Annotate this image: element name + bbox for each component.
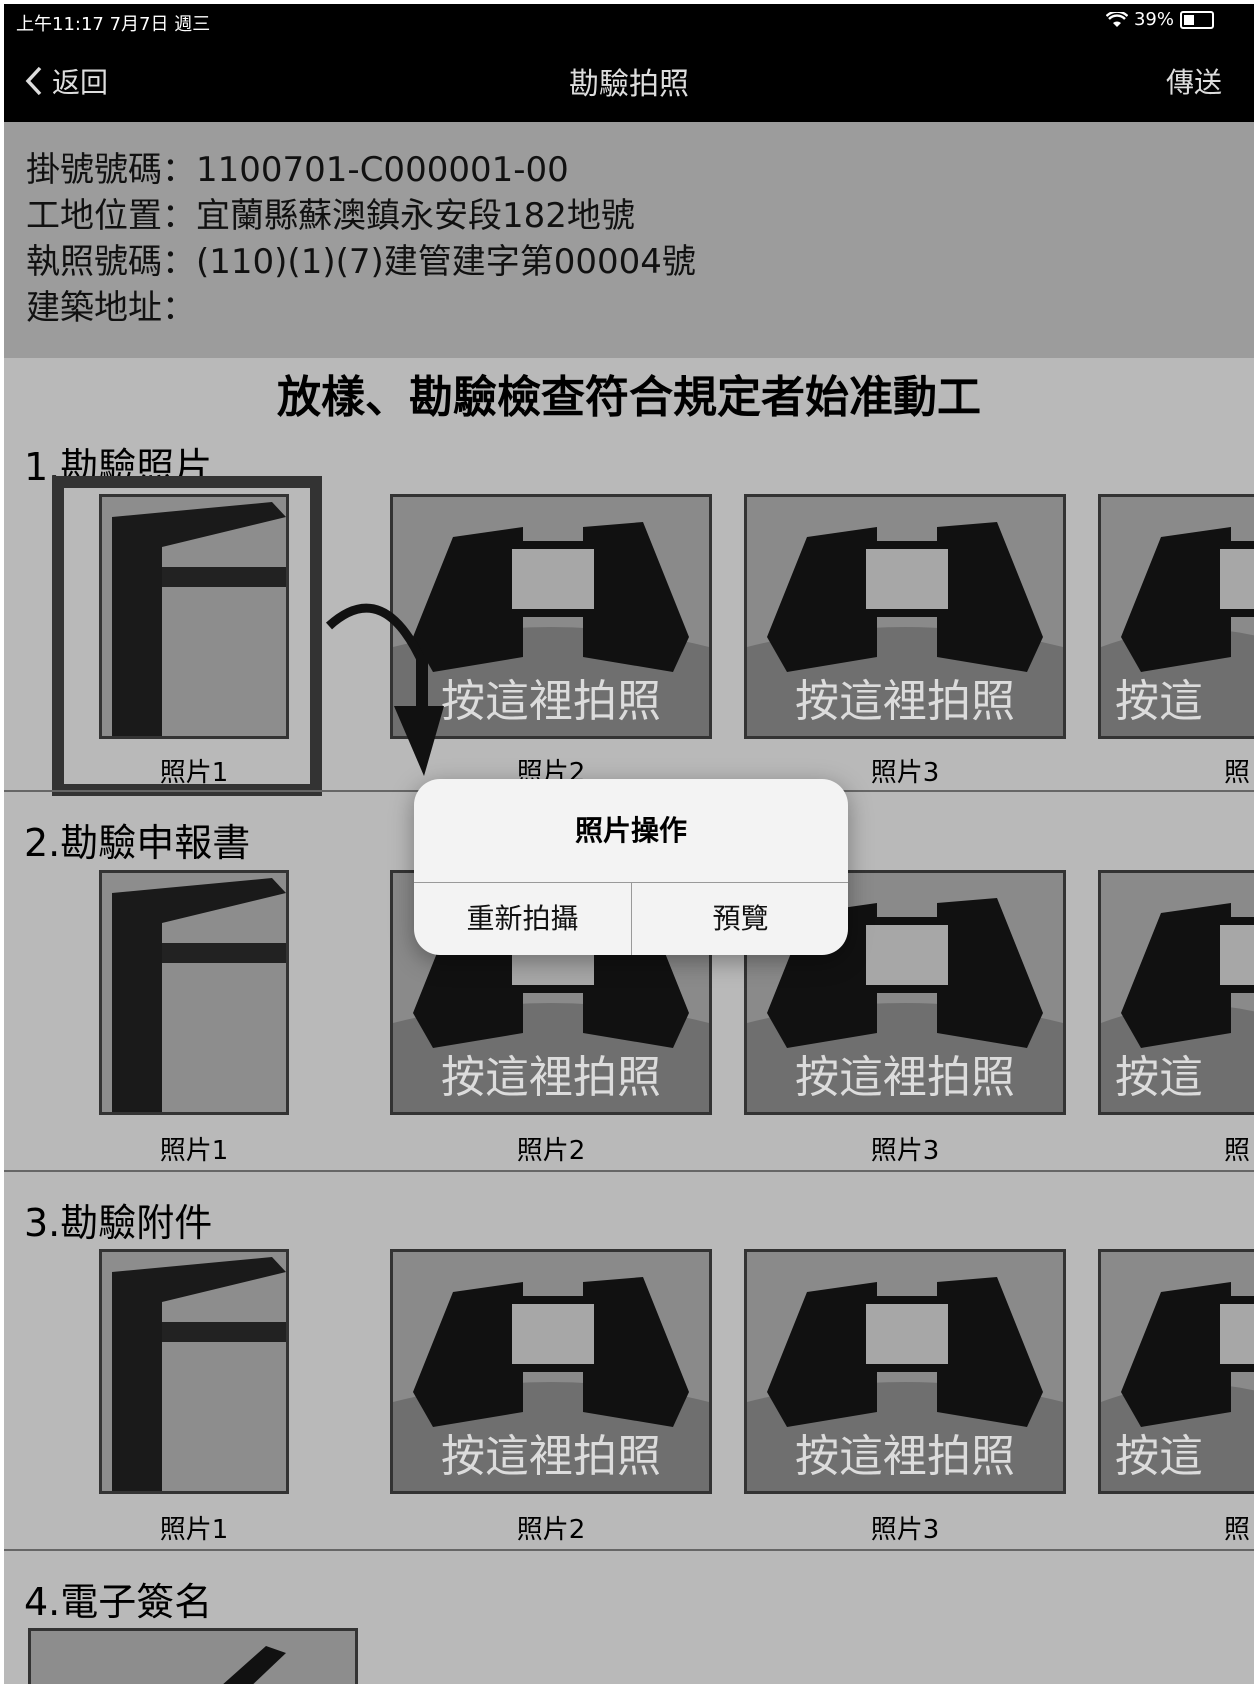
camera-hands-icon [1101, 497, 1254, 736]
chevron-left-icon [25, 66, 42, 96]
dialog-button-divider [631, 882, 632, 955]
section-title: 3.勘驗附件 [24, 1201, 213, 1245]
signature-pen-icon [31, 1631, 355, 1684]
photo-thumbnail[interactable] [99, 1249, 289, 1494]
camera-prompt-partial: 按這 [1115, 1052, 1203, 1103]
camera-prompt: 按這裡拍照 [795, 676, 1015, 727]
section-divider [4, 1549, 1254, 1551]
site-location: 工地位置：宜蘭縣蘇澳鎮永安段182地號 [26, 196, 635, 236]
camera-prompt-partial: 按這 [1115, 1431, 1203, 1482]
battery-icon [1180, 10, 1214, 29]
camera-hands-icon [747, 497, 1063, 736]
back-label: 返回 [52, 66, 109, 99]
camera-prompt: 按這裡拍照 [441, 676, 661, 727]
photo-caption: 照 [1224, 1515, 1251, 1545]
camera-prompt: 按這裡拍照 [441, 1431, 661, 1482]
camera-placeholder[interactable]: 按這裡拍照 [390, 1249, 712, 1494]
camera-placeholder[interactable]: 按這裡拍照 [744, 870, 1066, 1115]
photo-caption: 照 [1224, 758, 1251, 788]
photo-caption: 照片3 [870, 1136, 940, 1166]
photo-caption: 照片1 [159, 1515, 229, 1545]
retake-button[interactable]: 重新拍攝 [466, 902, 579, 935]
camera-prompt: 按這裡拍照 [795, 1052, 1015, 1103]
photo-image [102, 1252, 286, 1491]
registration-number: 掛號號碼：1100701-C000001-00 [26, 150, 569, 190]
camera-placeholder[interactable]: 按這裡拍照 [744, 1249, 1066, 1494]
photo-thumbnail[interactable] [99, 870, 289, 1115]
camera-placeholder[interactable]: 按這裡拍照 [390, 494, 712, 739]
status-time: 上午11:17 7月7日 週三 [16, 14, 211, 35]
camera-hands-icon [1101, 1252, 1254, 1491]
camera-placeholder[interactable]: 按這 [1098, 1249, 1254, 1494]
photo-caption: 照片2 [516, 1515, 586, 1545]
camera-prompt: 按這裡拍照 [795, 1431, 1015, 1482]
signature-pad[interactable] [28, 1628, 358, 1684]
selected-photo-frame [52, 476, 322, 796]
case-info: 掛號號碼：1100701-C000001-00 工地位置：宜蘭縣蘇澳鎮永安段18… [4, 122, 1254, 358]
photo-caption: 照片1 [159, 1136, 229, 1166]
photo-image [102, 497, 286, 736]
photo-image [102, 873, 286, 1112]
camera-hands-icon [393, 497, 709, 736]
section-title: 2.勘驗申報書 [24, 821, 251, 865]
camera-hands-icon [393, 1252, 709, 1491]
photo-caption: 照片1 [159, 758, 229, 788]
camera-hands-icon [1101, 873, 1254, 1112]
screen: 上午11:17 7月7日 週三 39% 返回 勘驗拍照 傳送 掛號號碼：1100… [4, 4, 1254, 1684]
photo-caption: 照 [1224, 1136, 1251, 1166]
photo-action-dialog: 照片操作 重新拍攝 預覽 [414, 779, 848, 955]
preview-button[interactable]: 預覽 [712, 902, 769, 935]
camera-hands-icon [747, 1252, 1063, 1491]
photo-thumbnail[interactable] [99, 494, 289, 739]
arrow-annotation-icon [325, 603, 444, 776]
status-bar: 上午11:17 7月7日 週三 39% [4, 4, 1254, 36]
section-title: 4.電子簽名 [24, 1580, 213, 1624]
wifi-icon [1105, 11, 1128, 27]
navigation-bar: 返回 勘驗拍照 傳送 [4, 36, 1254, 122]
back-button[interactable]: 返回 [24, 61, 108, 101]
notice-text: 放樣、勘驗檢查符合規定者始准動工 [277, 372, 981, 423]
status-right: 39% [1105, 9, 1214, 30]
photo-caption: 照片3 [870, 1515, 940, 1545]
battery-percent: 39% [1133, 9, 1174, 30]
camera-placeholder[interactable]: 按這 [1098, 494, 1254, 739]
building-address: 建築地址： [26, 288, 196, 328]
photo-caption: 照片3 [870, 758, 940, 788]
photo-caption: 照片2 [516, 1136, 586, 1166]
camera-hands-icon [747, 873, 1063, 1112]
section-divider [4, 1170, 1254, 1172]
camera-prompt-partial: 按這 [1115, 676, 1203, 727]
permit-number: 執照號碼：(110)(1)(7)建管建字第00004號 [26, 242, 696, 282]
camera-placeholder[interactable]: 按這裡拍照 [744, 494, 1066, 739]
send-button[interactable]: 傳送 [1165, 66, 1222, 99]
camera-placeholder[interactable]: 按這 [1098, 870, 1254, 1115]
camera-prompt: 按這裡拍照 [441, 1052, 661, 1103]
page-title: 勘驗拍照 [569, 67, 689, 102]
dialog-title: 照片操作 [574, 814, 687, 847]
